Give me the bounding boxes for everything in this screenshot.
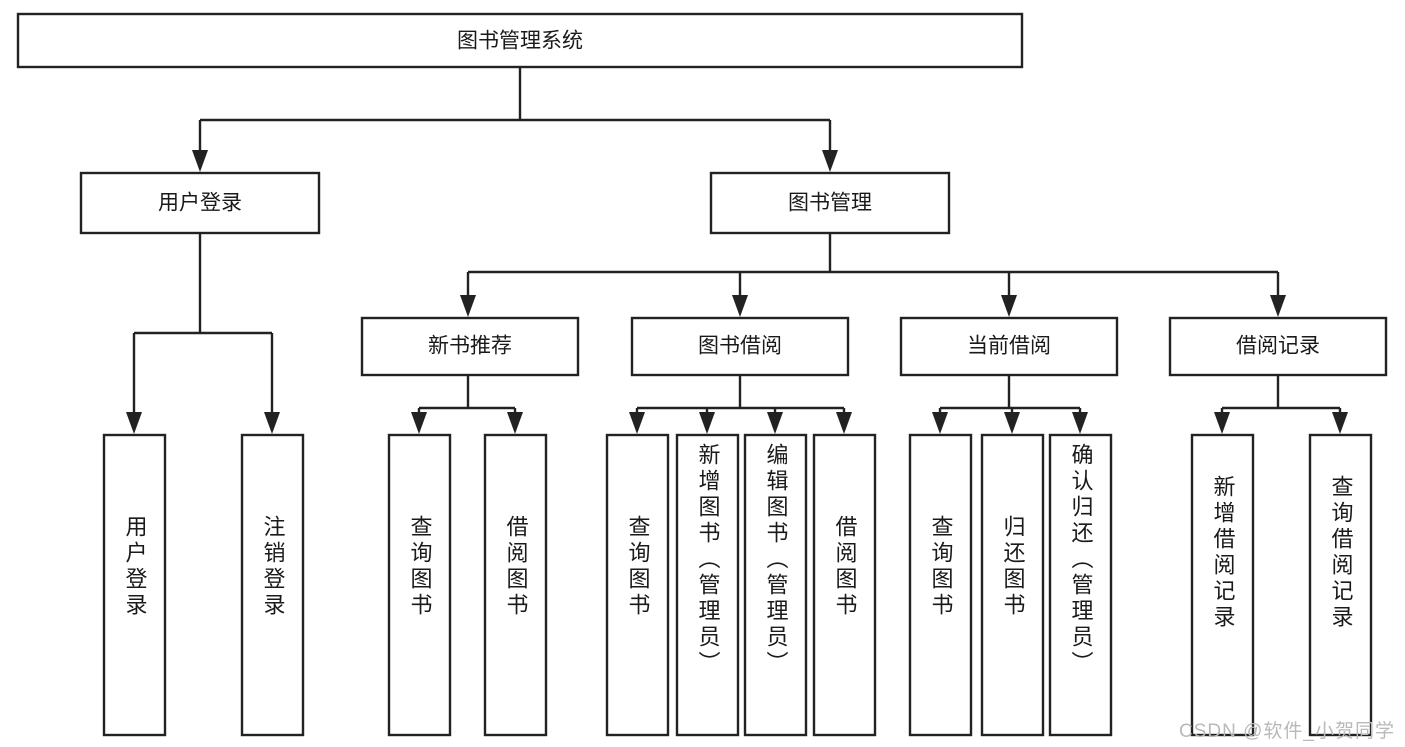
node-leaf-query-book-2[interactable]	[605, 433, 670, 737]
node-leaf-borrow-book-1[interactable]	[483, 433, 548, 737]
node-leaf-return-book-box[interactable]	[980, 433, 1045, 737]
connectors-borrow-record-children	[1214, 375, 1348, 434]
node-book-borrow-label: 图书借阅	[698, 335, 782, 358]
node-leaf-user-logout[interactable]	[240, 433, 305, 737]
arrow-leaf-confirm-return	[1072, 412, 1088, 434]
node-new-book-recommend[interactable]: 新书推荐	[360, 316, 580, 377]
arrow-leaf-borrow-book-2	[836, 412, 852, 434]
connectors-book-management-children	[460, 233, 1286, 317]
node-leaf-borrow-book-2-box[interactable]	[812, 433, 877, 737]
node-borrow-record-box[interactable]	[1168, 316, 1388, 377]
node-leaf-user-logout-box[interactable]	[240, 433, 305, 737]
arrow-leaf-add-book	[699, 412, 715, 434]
arrow-to-book-borrow	[732, 295, 748, 317]
node-current-borrow[interactable]: 当前借阅	[899, 316, 1119, 377]
node-leaf-edit-book-box[interactable]	[743, 433, 808, 737]
node-current-borrow-box[interactable]	[899, 316, 1119, 377]
connectors-current-borrow-children	[932, 375, 1088, 434]
arrow-to-book-management	[822, 150, 838, 172]
arrow-to-borrow-record	[1270, 295, 1286, 317]
node-book-management-label: 图书管理	[788, 192, 872, 215]
node-leaf-add-book[interactable]	[675, 433, 740, 737]
node-leaf-edit-book[interactable]	[743, 433, 808, 737]
node-user-login-box[interactable]	[79, 171, 321, 235]
arrow-leaf-edit-book	[767, 412, 783, 434]
arrow-leaf-query-book-1	[411, 412, 427, 434]
node-leaf-borrow-book-2[interactable]	[812, 433, 877, 737]
node-leaf-query-borrow-record-box[interactable]	[1308, 433, 1373, 737]
node-leaf-query-book-1-box[interactable]	[387, 433, 452, 737]
csdn-watermark: CSDN @软件_小贺同学	[1179, 721, 1395, 742]
node-leaf-return-book[interactable]	[980, 433, 1045, 737]
arrow-leaf-add-borrow-record	[1214, 412, 1230, 434]
node-current-borrow-label: 当前借阅	[967, 335, 1051, 358]
arrow-to-current-borrow	[1001, 295, 1017, 317]
arrow-leaf-query-book-2	[629, 412, 645, 434]
arrow-to-user-login	[192, 150, 208, 172]
connectors-root-to-level1	[192, 67, 838, 172]
node-book-management-box[interactable]	[709, 171, 951, 235]
arrow-leaf-query-book-3	[932, 412, 948, 434]
node-leaf-add-borrow-record[interactable]	[1190, 433, 1255, 737]
connectors-new-book-recommend-children	[411, 375, 523, 434]
node-root[interactable]: 图书管理系统	[16, 12, 1024, 69]
node-root-box[interactable]	[16, 12, 1024, 69]
node-leaf-user-login[interactable]	[102, 433, 167, 737]
node-leaf-add-book-box[interactable]	[675, 433, 740, 737]
node-borrow-record[interactable]: 借阅记录	[1168, 316, 1388, 377]
node-leaf-confirm-return-box[interactable]	[1048, 433, 1113, 737]
node-leaf-user-login-box[interactable]	[102, 433, 167, 737]
arrow-leaf-query-borrow-record	[1332, 412, 1348, 434]
arrow-leaf-return-book	[1004, 412, 1020, 434]
node-book-management[interactable]: 图书管理	[709, 171, 951, 235]
node-root-label: 图书管理系统	[457, 30, 583, 53]
arrow-leaf-user-logout	[264, 412, 280, 434]
arrow-to-new-book-recommend	[460, 295, 476, 317]
connectors-book-borrow-children	[629, 375, 852, 434]
connectors-user-login-children	[126, 233, 280, 434]
node-leaf-add-borrow-record-box[interactable]	[1190, 433, 1255, 737]
node-borrow-record-label: 借阅记录	[1236, 335, 1320, 358]
node-user-login[interactable]: 用户登录	[79, 171, 321, 235]
node-leaf-confirm-return[interactable]	[1048, 433, 1113, 737]
node-leaf-query-borrow-record[interactable]	[1308, 433, 1373, 737]
node-leaf-query-book-2-box[interactable]	[605, 433, 670, 737]
node-leaf-borrow-book-1-box[interactable]	[483, 433, 548, 737]
node-leaf-query-book-1[interactable]	[387, 433, 452, 737]
node-book-borrow-box[interactable]	[630, 316, 850, 377]
arrow-leaf-user-login	[126, 412, 142, 434]
node-new-book-recommend-box[interactable]	[360, 316, 580, 377]
node-book-borrow[interactable]: 图书借阅	[630, 316, 850, 377]
node-leaf-query-book-3[interactable]	[908, 433, 973, 737]
node-new-book-recommend-label: 新书推荐	[428, 335, 512, 358]
node-leaf-query-book-3-box[interactable]	[908, 433, 973, 737]
arrow-leaf-borrow-book-1	[507, 412, 523, 434]
node-user-login-label: 用户登录	[158, 192, 242, 215]
